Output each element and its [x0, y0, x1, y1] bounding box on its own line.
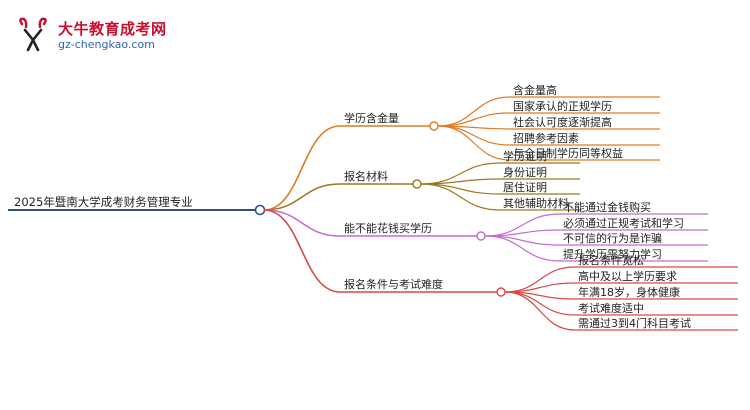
- logo-url: gz-chengkao.com: [58, 38, 155, 51]
- leaf-label: 不可信的行为是诈骗: [563, 231, 662, 245]
- branch-node-dot[interactable]: [429, 121, 439, 131]
- branch-label: 能不能花钱买学历: [344, 221, 432, 235]
- branch-connector: [263, 183, 341, 211]
- leaf-label: 不能通过金钱购买: [563, 200, 651, 214]
- leaf-connector: [437, 125, 511, 161]
- leaf-label: 考试难度适中: [578, 301, 644, 315]
- leaf-connector: [420, 183, 501, 211]
- root-node-dot[interactable]: [254, 204, 266, 216]
- logo-title: 大牛教育成考网: [58, 20, 167, 38]
- leaf-label: 社会认可度逐渐提高: [513, 115, 612, 129]
- leaf-label: 国家承认的正规学历: [513, 99, 612, 113]
- leaf-label: 年满18岁，身体健康: [578, 285, 680, 299]
- branch-node-dot[interactable]: [476, 231, 486, 241]
- branch-label: 学历含金量: [344, 111, 399, 125]
- leaf-connector: [504, 266, 576, 293]
- leaf-connector: [420, 162, 501, 185]
- leaf-label: 需通过3到4门科目考试: [578, 316, 691, 330]
- leaf-connector: [504, 291, 576, 331]
- branch-connector: [263, 209, 341, 237]
- branch-node-dot[interactable]: [496, 287, 506, 297]
- leaf-connector: [484, 235, 561, 262]
- leaf-label: 提升学历需努力学习: [563, 247, 662, 261]
- leaf-connector: [420, 178, 501, 185]
- leaf-label: 与全日制学历同等权益: [513, 146, 623, 160]
- leaf-label: 学历证明: [503, 149, 547, 163]
- leaf-label: 居住证明: [503, 180, 547, 194]
- leaf-label: 其他辅助材料: [503, 196, 569, 210]
- branch-node-dot[interactable]: [412, 179, 422, 189]
- leaf-connector: [437, 96, 511, 127]
- leaf-label: 必须通过正规考试和学习: [563, 216, 684, 230]
- leaf-label: 高中及以上学历要求: [578, 269, 677, 283]
- branch-label: 报名材料: [344, 169, 388, 183]
- branch-connector: [263, 209, 341, 293]
- leaf-label: 招聘参考因素: [513, 131, 579, 145]
- site-logo[interactable]: 大牛教育成考网 gz-chengkao.com: [14, 16, 174, 56]
- leaf-connector: [437, 112, 511, 127]
- leaf-label: 身份证明: [503, 165, 547, 179]
- leaf-label: 报名条件宽松: [578, 253, 644, 267]
- root-node-label: 2025年暨南大学成考财务管理专业: [14, 195, 193, 209]
- bull-head-logo-icon: [19, 17, 47, 52]
- branch-connector: [263, 125, 341, 211]
- leaf-label: 含金量高: [513, 83, 557, 97]
- branch-label: 报名条件与考试难度: [344, 277, 443, 291]
